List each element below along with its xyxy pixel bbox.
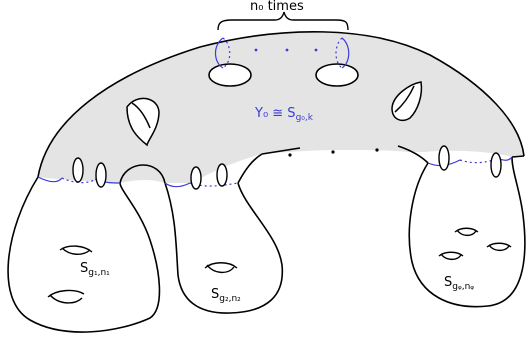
core-handle-left	[126, 97, 160, 147]
core-region	[38, 31, 524, 183]
leg-2-handles	[204, 262, 238, 274]
top-brace	[217, 11, 349, 31]
top-dots	[254, 48, 318, 52]
inner-boundary-right	[261, 147, 301, 155]
leg-1-boundary	[7, 176, 161, 333]
leg-q-top	[511, 155, 525, 158]
leg-1-label-main: S	[80, 261, 88, 276]
top-cuffs	[214, 37, 350, 69]
boundary-dot	[375, 148, 379, 152]
core-label: Y₀ ≅ Sg₀,k	[254, 106, 314, 123]
gap-1-2	[119, 164, 166, 184]
top-hole-right	[315, 63, 359, 87]
outer-boundary-top	[37, 31, 525, 178]
boundary-dot	[331, 150, 335, 154]
top-hole-left	[208, 63, 252, 87]
leg-1-label-sub: g₁,n₁	[88, 268, 110, 278]
leg-q-boundary	[408, 156, 526, 308]
leg-q-label-sub: gᵩ,nᵩ	[452, 282, 474, 292]
core-label-main: Y₀ ≅ S	[254, 106, 296, 121]
leg-q-label: Sgᵩ,nᵩ	[444, 275, 474, 292]
top-brace-label: n₀ times	[250, 0, 304, 14]
leg-1-handles	[47, 245, 93, 304]
leg-q-label-main: S	[444, 275, 452, 290]
inner-boundary-left	[237, 153, 263, 184]
neck-ellipses	[72, 145, 502, 190]
leg-2-label-main: S	[211, 287, 219, 302]
leg-q-handles	[438, 227, 512, 261]
leg-1-label: Sg₁,n₁	[80, 261, 110, 278]
core-label-sub: g₀,k	[296, 113, 314, 123]
inner-boundary-right-2	[397, 145, 429, 164]
boundary-dot	[288, 153, 292, 157]
leg-2-label-sub: g₂,n₂	[219, 294, 241, 304]
leg-2-label: Sg₂,n₂	[211, 287, 241, 304]
core-handle-right	[391, 81, 423, 121]
leg-2-boundary	[164, 182, 284, 314]
